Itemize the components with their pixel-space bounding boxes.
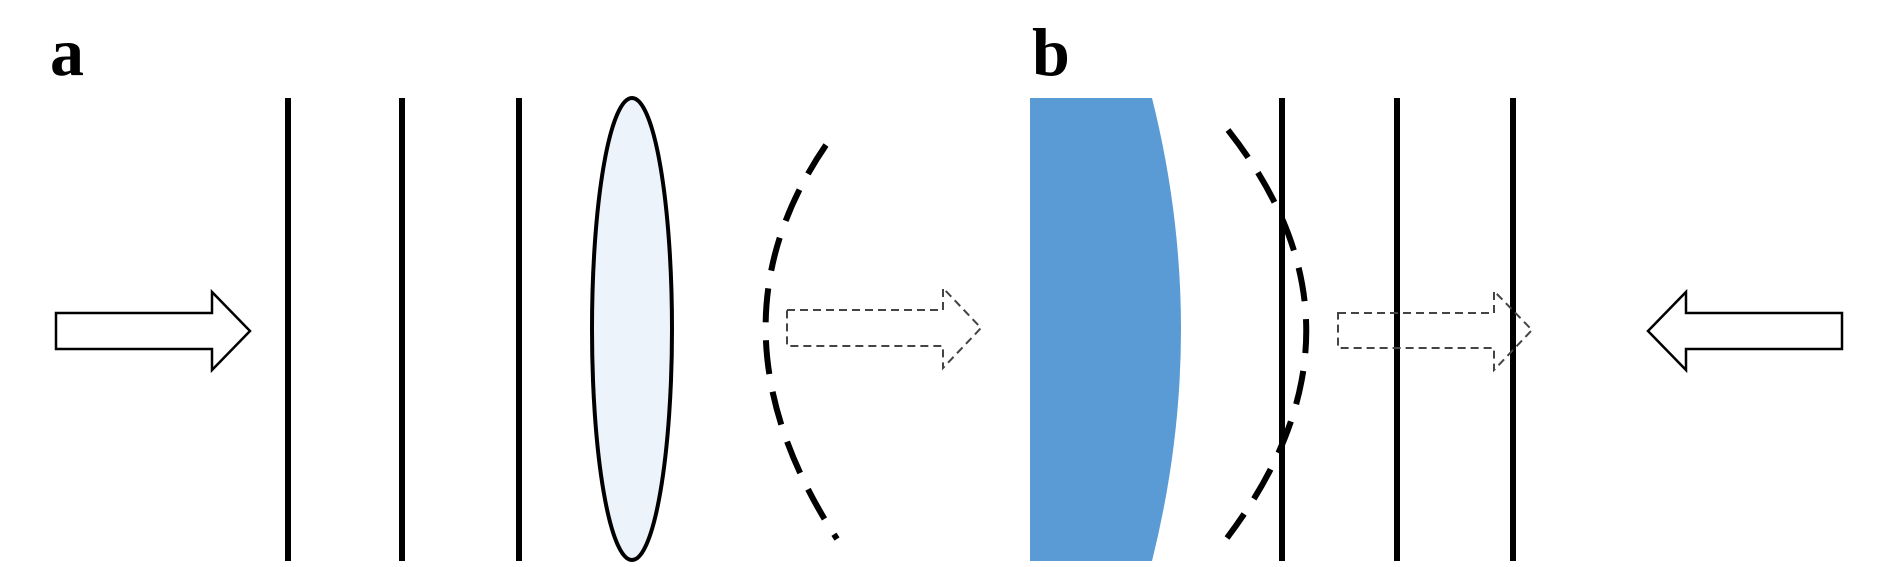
panel-b-label: b — [1032, 14, 1070, 90]
convex-lens — [590, 96, 674, 562]
blue-optic-element — [1030, 98, 1181, 561]
panel-a — [54, 96, 983, 562]
diverging-wavefront — [1224, 128, 1310, 540]
incoming-arrow-b — [1646, 288, 1844, 374]
panel-b — [1030, 98, 1844, 561]
outgoing-dashed-arrow-b — [1337, 288, 1534, 373]
panel-a-label: a — [50, 14, 84, 90]
outgoing-dashed-arrow-a — [786, 285, 983, 371]
incoming-arrow-a — [54, 288, 252, 374]
converging-wavefront — [762, 143, 840, 541]
